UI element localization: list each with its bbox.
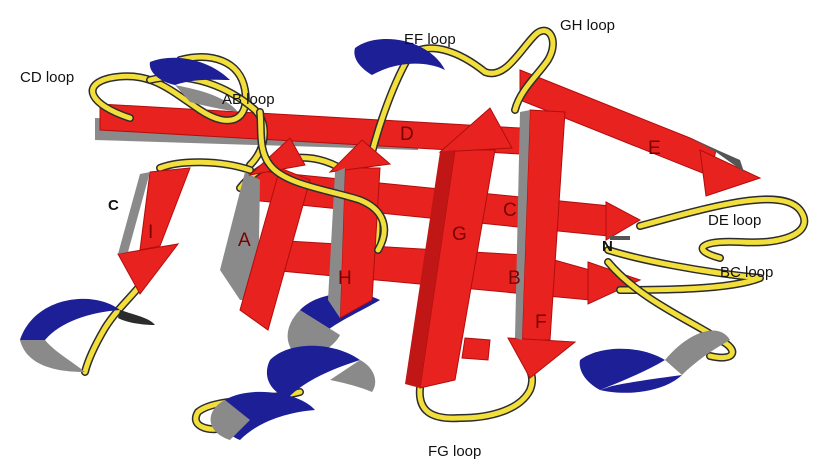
label-fg-loop: FG loop xyxy=(428,443,481,460)
label-n-terminus: N xyxy=(602,238,613,255)
strand-label-i: I xyxy=(148,222,153,243)
strand-label-c: C xyxy=(503,200,517,221)
label-ef-loop: EF loop xyxy=(404,31,456,48)
label-gh-loop: GH loop xyxy=(560,17,615,34)
beta-strand-i xyxy=(118,168,190,294)
strand-label-e: E xyxy=(648,138,661,159)
strand-label-f: F xyxy=(535,312,547,333)
label-c-terminus: C xyxy=(108,197,119,214)
label-de-loop: DE loop xyxy=(708,212,761,229)
label-bc-loop: BC loop xyxy=(720,264,773,281)
label-cd-loop: CD loop xyxy=(20,69,74,86)
strand-label-g: G xyxy=(452,224,467,245)
helix-bottom xyxy=(211,293,380,440)
helix-right xyxy=(580,330,730,392)
strand-label-d: D xyxy=(400,124,414,145)
beta-strand-stub xyxy=(462,338,490,360)
strand-label-b: B xyxy=(508,268,521,289)
strand-label-h: H xyxy=(338,268,352,289)
strand-label-a: A xyxy=(238,230,251,251)
label-ab-loop: AB loop xyxy=(222,91,275,108)
